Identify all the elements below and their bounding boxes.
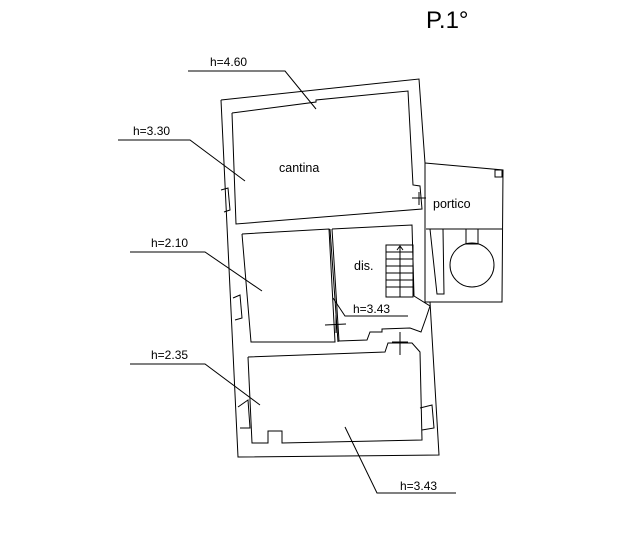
portico-structure: [424, 162, 504, 303]
middle-left-room: [241, 228, 336, 343]
bottom-room: [247, 342, 423, 444]
height-label-middle: h=2.10: [151, 236, 188, 250]
room-label-dis: dis.: [354, 259, 373, 273]
height-label-top: h=4.60: [210, 55, 247, 69]
wall-divider: [329, 228, 339, 343]
room-label-cantina: cantina: [279, 161, 319, 175]
window-right-bottom: [419, 404, 435, 431]
window-left-top: [220, 187, 231, 213]
height-label-dis: h=3.43: [353, 302, 390, 316]
floor-title: P.1°: [426, 7, 469, 34]
room-label-portico: portico: [433, 197, 471, 211]
cantina-room: [231, 90, 423, 225]
height-label-cantina: h=3.30: [133, 124, 170, 138]
dis-room: [331, 224, 431, 342]
height-label-bottom: h=3.43: [400, 479, 437, 493]
staircase: [385, 244, 414, 298]
height-label-bottom-left: h=2.35: [151, 348, 188, 362]
height-leaders: [118, 70, 456, 494]
window-left-bottom: [237, 399, 251, 429]
cross-markers: [324, 192, 426, 355]
window-left-mid: [232, 294, 243, 321]
